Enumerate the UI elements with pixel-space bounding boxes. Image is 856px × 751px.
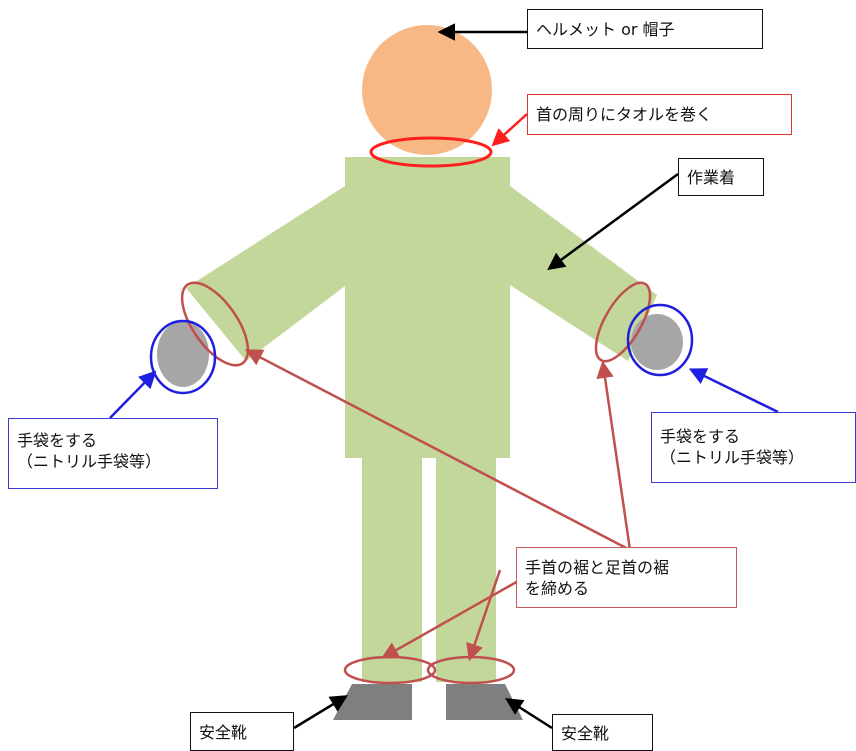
left-safety-boot (333, 684, 412, 720)
cuff-arrow-right-wrist (596, 360, 632, 551)
left-boot-callout-text: 安全靴 (199, 723, 248, 742)
towel-arrow (491, 113, 528, 147)
cuffs-callout-line2: を締める (525, 579, 590, 598)
right-glove-arrow (688, 368, 779, 414)
left-boot-arrow (293, 695, 348, 730)
neck-towel-callout-text: 首の周りにタオルを巻く (536, 105, 713, 124)
right-gloves-callout-line2: （ニトリル手袋等） (660, 448, 805, 467)
right-gloves-callout: 手袋をする （ニトリル手袋等） (651, 412, 856, 483)
right-gloves-callout-line1: 手袋をする (660, 427, 741, 446)
right-glove (631, 314, 683, 370)
left-gloves-callout: 手袋をする （ニトリル手袋等） (8, 418, 218, 489)
left-glove-arrow (109, 370, 157, 419)
right-boot-arrow (505, 698, 553, 730)
cuffs-callout: 手首の裾と足首の裾 を締める (516, 547, 737, 608)
right-boot-callout: 安全靴 (552, 714, 653, 751)
jacket-torso (345, 157, 510, 458)
right-boot-callout-text: 安全靴 (561, 724, 610, 743)
helmet-callout-text: ヘルメット or 帽子 (536, 20, 675, 39)
left-gloves-callout-line2: （ニトリル手袋等） (17, 452, 162, 471)
cuffs-callout-line1: 手首の裾と足首の裾 (525, 558, 670, 577)
cuff-arrow-left-ankle (380, 578, 521, 659)
left-sleeve (186, 186, 345, 361)
workwear-callout-text: 作業着 (687, 168, 736, 187)
workwear-arrow (547, 172, 679, 271)
left-wrist-cuff-ring (180, 281, 250, 367)
neck-towel-ring (369, 136, 493, 168)
left-pant-leg (362, 458, 422, 682)
left-glove (157, 321, 209, 387)
cuff-arrow-right-ankle (466, 569, 502, 662)
right-safety-boot (446, 684, 523, 720)
right-pant-leg (436, 458, 496, 682)
right-wrist-cuff-ring (594, 281, 652, 363)
left-glove-ring (149, 319, 217, 395)
cuff-arrow-left-wrist (244, 349, 631, 552)
workwear-jacket (186, 157, 657, 682)
head (362, 25, 492, 155)
workwear-callout: 作業着 (678, 158, 764, 196)
helmet-callout: ヘルメット or 帽子 (527, 9, 763, 49)
left-boot-callout: 安全靴 (190, 712, 294, 751)
right-sleeve (510, 186, 657, 361)
left-gloves-callout-line1: 手袋をする (17, 431, 98, 450)
right-glove-ring (626, 303, 694, 377)
neck-towel-callout: 首の周りにタオルを巻く (527, 94, 792, 135)
